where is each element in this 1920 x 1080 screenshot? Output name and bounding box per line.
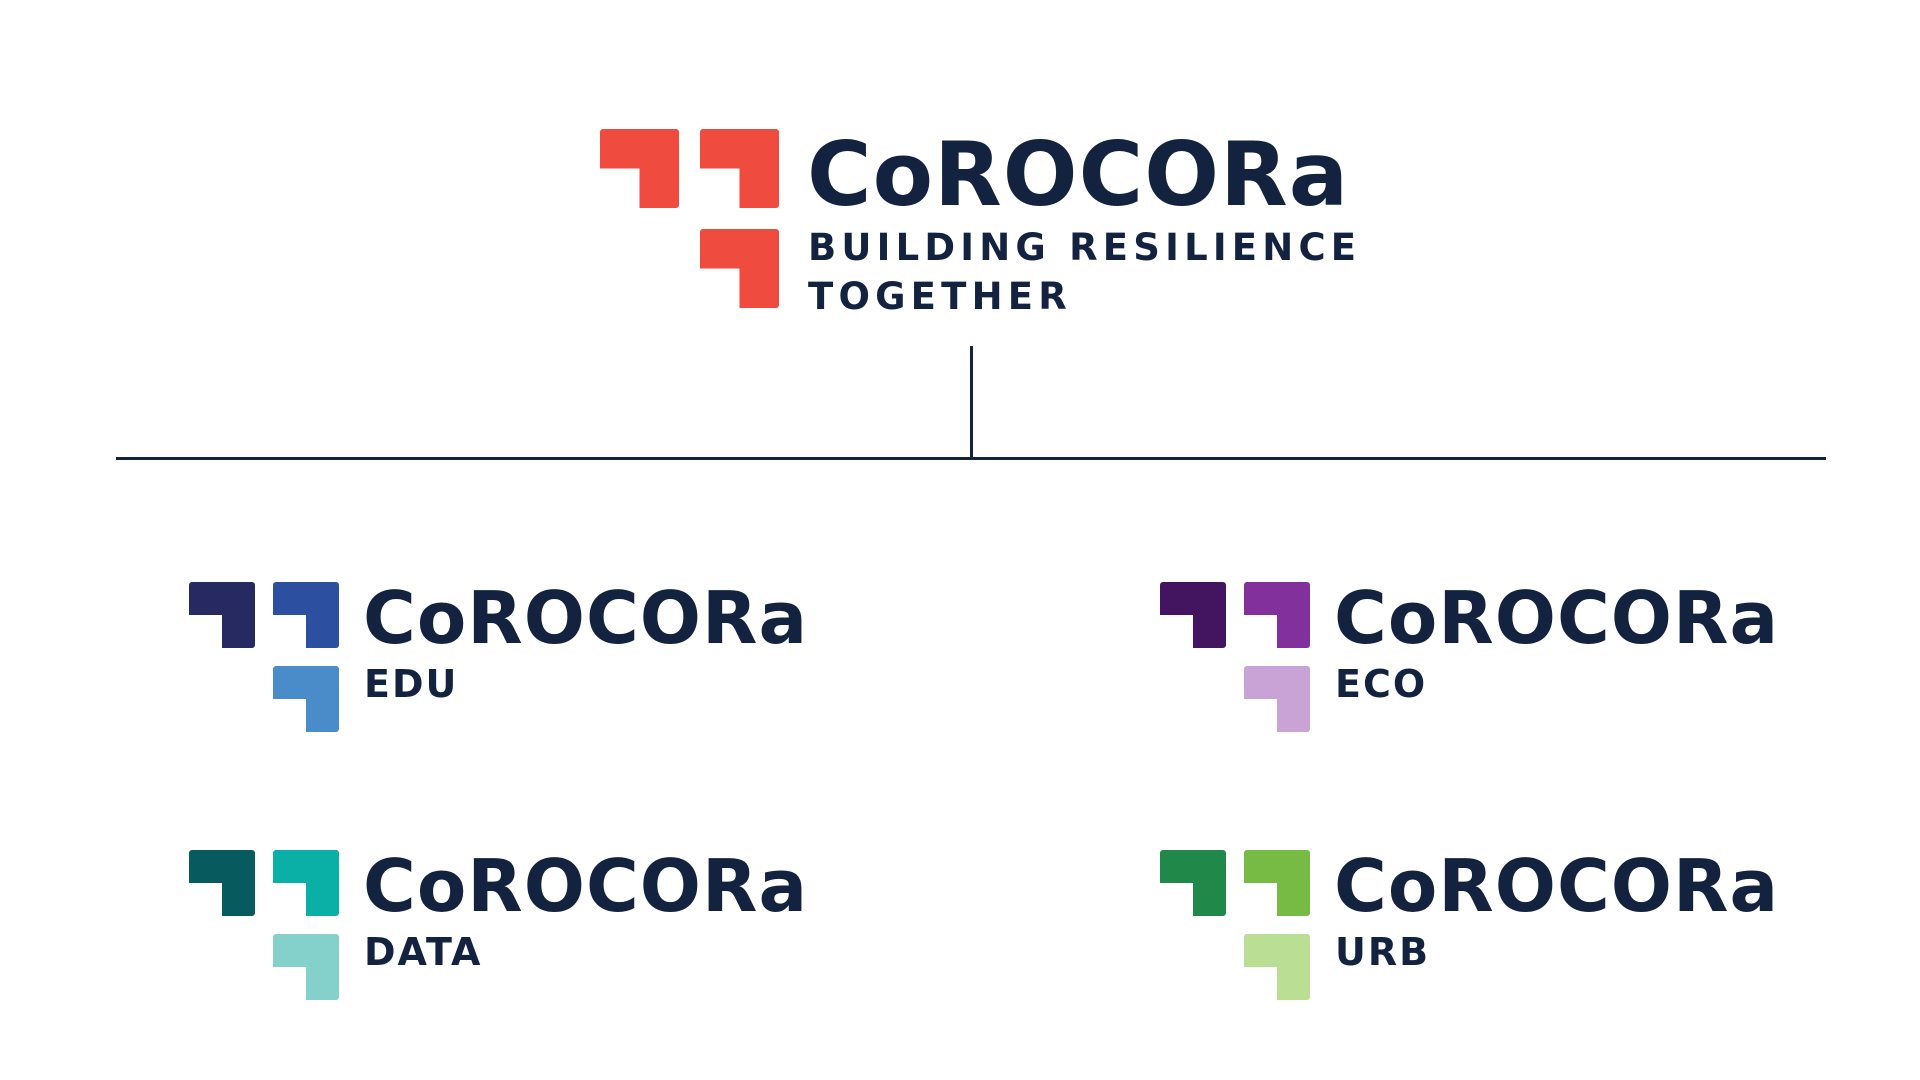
edu-wordmark: CoROCORa	[363, 576, 809, 660]
data-wordmark: CoROCORa	[363, 844, 809, 928]
eco-tile-2	[1244, 582, 1310, 648]
data-label: DATA	[364, 930, 483, 974]
connector-vertical-line	[970, 346, 973, 460]
main-tagline-line-1: BUILDING RESILIENCE	[808, 226, 1362, 269]
sub-logo-urb: CoROCORa URB	[1160, 850, 1820, 1000]
sub-logo-eco: CoROCORa ECO	[1160, 582, 1820, 732]
urb-tile-2	[1244, 850, 1310, 916]
main-logo-tile-3	[700, 229, 779, 308]
sub-logo-data: CoROCORa DATA	[189, 850, 849, 1000]
data-tile-2	[273, 850, 339, 916]
urb-label: URB	[1335, 930, 1431, 974]
edu-tile-2	[273, 582, 339, 648]
edu-tile-1	[189, 582, 255, 648]
connector-horizontal-line	[116, 457, 1826, 460]
urb-wordmark: CoROCORa	[1334, 844, 1780, 928]
urb-tile-3	[1244, 934, 1310, 1000]
main-tagline-line-2: TOGETHER	[808, 275, 1072, 318]
urb-tile-1	[1160, 850, 1226, 916]
eco-wordmark: CoROCORa	[1334, 576, 1780, 660]
main-logo-tile-2	[700, 129, 779, 208]
edu-label: EDU	[364, 662, 459, 706]
eco-label: ECO	[1335, 662, 1428, 706]
main-logo-tile-1	[600, 129, 679, 208]
main-logo: CoROCORa BUILDING RESILIENCE TOGETHER	[600, 129, 1360, 319]
eco-tile-1	[1160, 582, 1226, 648]
edu-tile-3	[273, 666, 339, 732]
eco-tile-3	[1244, 666, 1310, 732]
main-wordmark: CoROCORa	[807, 123, 1350, 226]
data-tile-1	[189, 850, 255, 916]
data-tile-3	[273, 934, 339, 1000]
sub-logo-edu: CoROCORa EDU	[189, 582, 849, 732]
